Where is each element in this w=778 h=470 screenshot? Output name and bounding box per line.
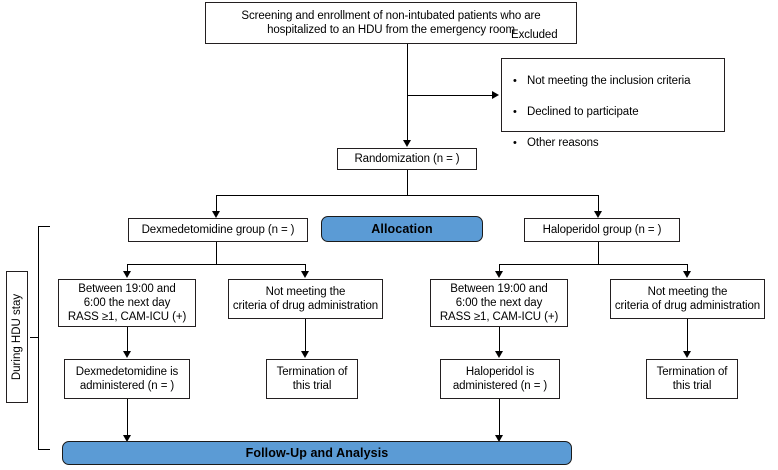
connector-dex-group-stem xyxy=(216,242,217,264)
connector-hal-admin-to-followup xyxy=(499,399,500,437)
node-hal-administered: Haloperidol is administered (n = ) xyxy=(440,359,560,399)
connector-hal-left-drop xyxy=(499,264,500,273)
arrowhead-hal-admin xyxy=(495,351,503,358)
bracket-spine xyxy=(38,226,39,450)
excluded-reason-list: Not meeting the inclusion criteria Decli… xyxy=(511,59,691,168)
node-randomization: Randomization (n = ) xyxy=(337,148,477,170)
node-excluded: Excluded Not meeting the inclusion crite… xyxy=(501,29,725,151)
arrowhead-dex-termination xyxy=(301,351,309,358)
connector-to-dex-group xyxy=(216,195,217,213)
banner-allocation: Allocation xyxy=(321,216,483,242)
bracket-during-hdu-stay xyxy=(0,0,60,470)
connector-hal-split xyxy=(499,264,688,265)
connector-hal-right-drop xyxy=(687,264,688,273)
side-label-text: During HDU stay xyxy=(11,293,23,381)
bracket-middle-tick xyxy=(30,337,39,338)
connector-hal-notmet-to-term xyxy=(687,319,688,353)
node-haloperidol-group: Haloperidol group (n = ) xyxy=(524,218,680,242)
node-dex-criteria-met: Between 19:00 and 6:00 the next day RASS… xyxy=(58,279,196,327)
excluded-reason-item: Not meeting the inclusion criteria xyxy=(511,74,691,90)
node-dex-termination: Termination of this trial xyxy=(266,359,358,399)
connector-screening-to-excluded xyxy=(407,95,493,96)
connector-screening-trunk xyxy=(407,44,408,140)
banner-followup-analysis: Follow-Up and Analysis xyxy=(62,441,572,465)
connector-dex-admin-to-followup xyxy=(127,399,128,437)
connector-to-hal-group xyxy=(598,195,599,213)
connector-randomization-stem xyxy=(407,170,408,195)
node-screening: Screening and enrollment of non-intubate… xyxy=(205,2,577,44)
arrowhead-dex-group xyxy=(212,211,220,218)
arrowhead-hal-criteria-not-met xyxy=(683,271,691,278)
connector-dex-met-to-admin xyxy=(127,327,128,353)
label-during-hdu-stay: During HDU stay xyxy=(6,271,28,403)
connector-hal-met-to-admin xyxy=(499,327,500,353)
excluded-title: Excluded xyxy=(511,28,558,41)
bracket-bottom-tick xyxy=(38,449,50,450)
connector-dex-right-drop xyxy=(305,264,306,273)
excluded-reason-item: Other reasons xyxy=(511,136,690,152)
arrowhead-followup-left xyxy=(123,435,131,442)
connector-allocation-split xyxy=(216,195,599,196)
arrowhead-dex-criteria-met xyxy=(123,271,131,278)
connector-dex-notmet-to-term xyxy=(305,319,306,353)
bracket-top-tick xyxy=(38,226,50,227)
arrowhead-followup-right xyxy=(495,435,503,442)
node-dex-criteria-not-met: Not meeting the criteria of drug adminis… xyxy=(228,279,383,319)
connector-dex-split xyxy=(127,264,306,265)
arrowhead-dex-criteria-not-met xyxy=(301,271,309,278)
node-hal-criteria-met: Between 19:00 and 6:00 the next day RASS… xyxy=(430,279,568,327)
arrowhead-to-excluded xyxy=(492,91,499,99)
node-dexmedetomidine-group: Dexmedetomidine group (n = ) xyxy=(128,218,308,242)
arrowhead-hal-group xyxy=(594,211,602,218)
arrowhead-hal-termination xyxy=(683,351,691,358)
node-hal-criteria-not-met: Not meeting the criteria of drug adminis… xyxy=(610,279,765,319)
arrowhead-hal-criteria-met xyxy=(495,271,503,278)
arrowhead-to-randomization xyxy=(403,140,411,147)
connector-dex-left-drop xyxy=(127,264,128,273)
excluded-reason-item: Declined to participate xyxy=(511,105,690,121)
node-dex-administered: Dexmedetomidine is administered (n = ) xyxy=(64,359,190,399)
connector-hal-group-stem xyxy=(598,242,599,264)
arrowhead-dex-admin xyxy=(123,351,131,358)
node-hal-termination: Termination of this trial xyxy=(646,359,738,399)
